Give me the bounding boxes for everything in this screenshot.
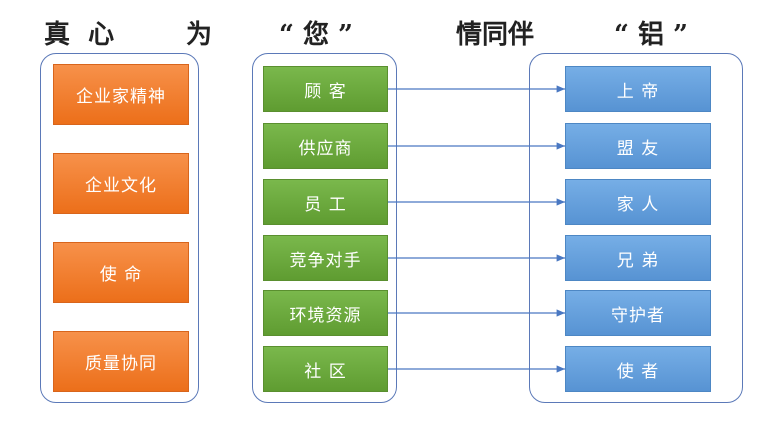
middle-box-5: 环境资源 (263, 290, 388, 336)
title-part-5: “ 铝 ” (614, 20, 689, 50)
middle-box-4: 竞争对手 (263, 235, 388, 281)
left-box-1: 企业家精神 (53, 64, 189, 125)
left-box-2: 企业文化 (53, 153, 189, 214)
right-group-outline (529, 53, 743, 403)
left-box-4: 质量协同 (53, 331, 189, 392)
title-part-3: “ 您 ” (279, 20, 354, 50)
title-part-1: 真 心 (44, 20, 115, 50)
title-part-4: 情同伴 (456, 20, 535, 50)
right-box-4: 兄 弟 (565, 235, 711, 281)
middle-box-2: 供应商 (263, 123, 388, 169)
right-box-3: 家 人 (565, 179, 711, 225)
left-group-outline (40, 53, 199, 403)
right-box-2: 盟 友 (565, 123, 711, 169)
title-part-2: 为 (186, 20, 213, 50)
right-box-6: 使 者 (565, 346, 711, 392)
right-box-5: 守护者 (565, 290, 711, 336)
left-box-3: 使 命 (53, 242, 189, 303)
diagram-title: 真 心 为 “ 您 ” 情同伴 “ 铝 ” (44, 14, 744, 50)
middle-box-1: 顾 客 (263, 66, 388, 112)
middle-box-6: 社 区 (263, 346, 388, 392)
right-box-1: 上 帝 (565, 66, 711, 112)
middle-box-3: 员 工 (263, 179, 388, 225)
middle-group-outline (252, 53, 397, 403)
